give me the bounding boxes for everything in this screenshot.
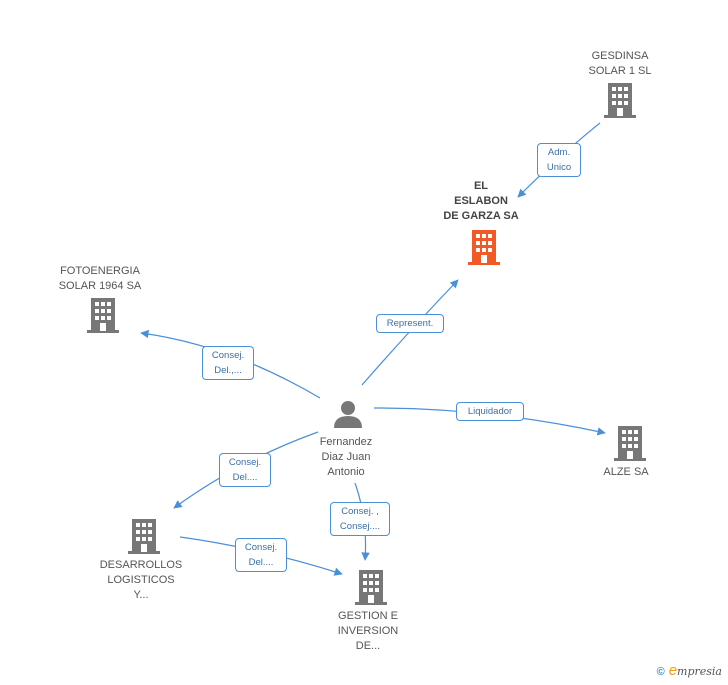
edge-label-consej-fotoenergia[interactable]: Consej. Del.,... xyxy=(202,346,254,380)
person-icon[interactable] xyxy=(333,399,363,429)
node-desarrollos-label: DESARROLLOS LOGISTICOS Y... xyxy=(99,559,183,601)
edge-label-consej-gestion[interactable]: Consej. , Consej.... xyxy=(330,502,390,536)
building-icon[interactable] xyxy=(614,426,646,461)
node-person-label: Fernandez Diaz Juan Antonio xyxy=(319,436,373,478)
building-icon[interactable] xyxy=(128,519,160,554)
node-fotoenergia-label: FOTOENERGIA SOLAR 1964 SA xyxy=(58,265,142,292)
edge-label-consej-desarrollos-gestion[interactable]: Consej. Del.... xyxy=(235,538,287,572)
edge-label-represent[interactable]: Represent. xyxy=(376,314,444,333)
brand-logo-initial: e xyxy=(668,662,678,679)
node-alze-label: ALZE SA xyxy=(603,466,649,478)
node-gestion-label: GESTION E INVERSION DE... xyxy=(337,610,399,652)
edge-label-adm-unico[interactable]: Adm. Unico xyxy=(537,143,581,177)
node-gesdinsa-label: GESDINSA SOLAR 1 SL xyxy=(588,50,652,77)
edge-label-liquidador[interactable]: Liquidador xyxy=(456,402,524,421)
copyright-symbol: © xyxy=(656,666,665,678)
brand-name: mpresia xyxy=(677,665,722,678)
node-eslabon-label: EL ESLABON DE GARZA SA xyxy=(443,180,519,222)
building-icon[interactable] xyxy=(355,570,387,605)
footer-brand: ©empresia xyxy=(657,662,722,679)
building-icon[interactable] xyxy=(468,230,500,265)
edge-label-consej-desarrollos[interactable]: Consej. Del.... xyxy=(219,453,271,487)
building-icon[interactable] xyxy=(604,83,636,118)
building-icon[interactable] xyxy=(87,298,119,333)
